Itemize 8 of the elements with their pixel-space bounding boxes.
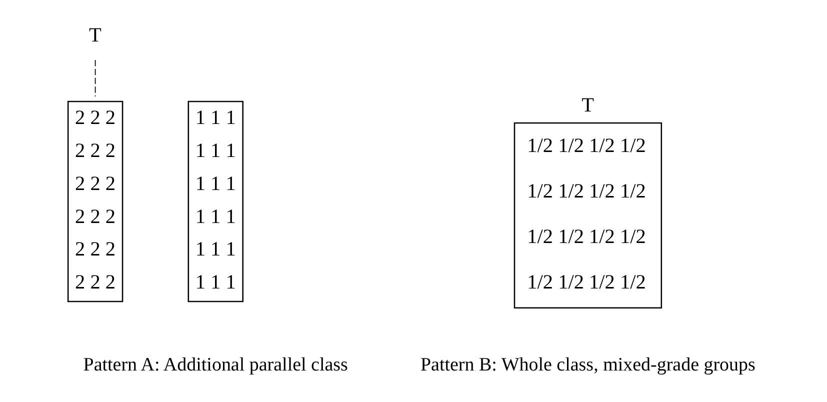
- node-box: 2 2 2 2 2 2 2 2 2 2 2 2 2 2 2 2 2 2: [67, 100, 124, 302]
- label: Pattern A: Additional parallel class: [83, 354, 348, 376]
- node-label: T: [582, 94, 594, 116]
- node-box: 1/2 1/2 1/2 1/2 1/2 1/2 1/2 1/2 1/2 1/2 1/2 1/2 1/2 1/2 1/2 1/2: [514, 122, 662, 308]
- connector: [94, 59, 96, 96]
- node-text: T: [88, 24, 102, 46]
- node-box: 1 1 1 1 1 1 1 1 1 1 1 1 1 1 1 1 1 1: [188, 100, 244, 302]
- label: Pattern B: Whole class, mixed-grade groups: [420, 354, 756, 376]
